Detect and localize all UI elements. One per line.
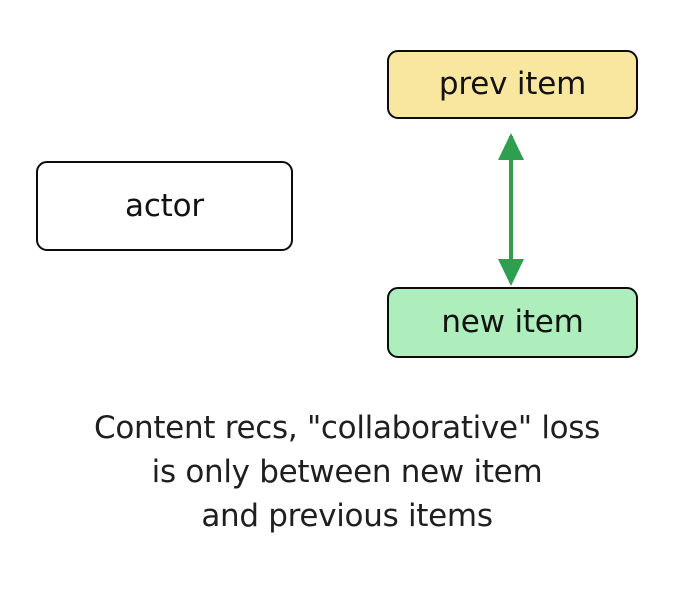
caption-line-1: Content recs, "collaborative" loss [93, 410, 601, 446]
node-actor-label: actor [125, 187, 204, 224]
caption: Content recs, "collaborative" loss is on… [0, 406, 694, 538]
caption-line-3: and previous items [201, 498, 493, 534]
caption-line-2: is only between new item [151, 454, 543, 490]
arrowhead-down-icon [498, 259, 524, 286]
node-new-item-label: new item [441, 304, 584, 340]
node-actor[interactable]: actor [36, 161, 293, 251]
arrowhead-up-icon [498, 133, 524, 160]
edge-new-item-to-prev-item[interactable] [470, 120, 554, 295]
node-prev-item[interactable]: prev item [387, 50, 638, 119]
node-new-item[interactable]: new item [387, 287, 638, 358]
node-prev-item-label: prev item [438, 66, 587, 102]
